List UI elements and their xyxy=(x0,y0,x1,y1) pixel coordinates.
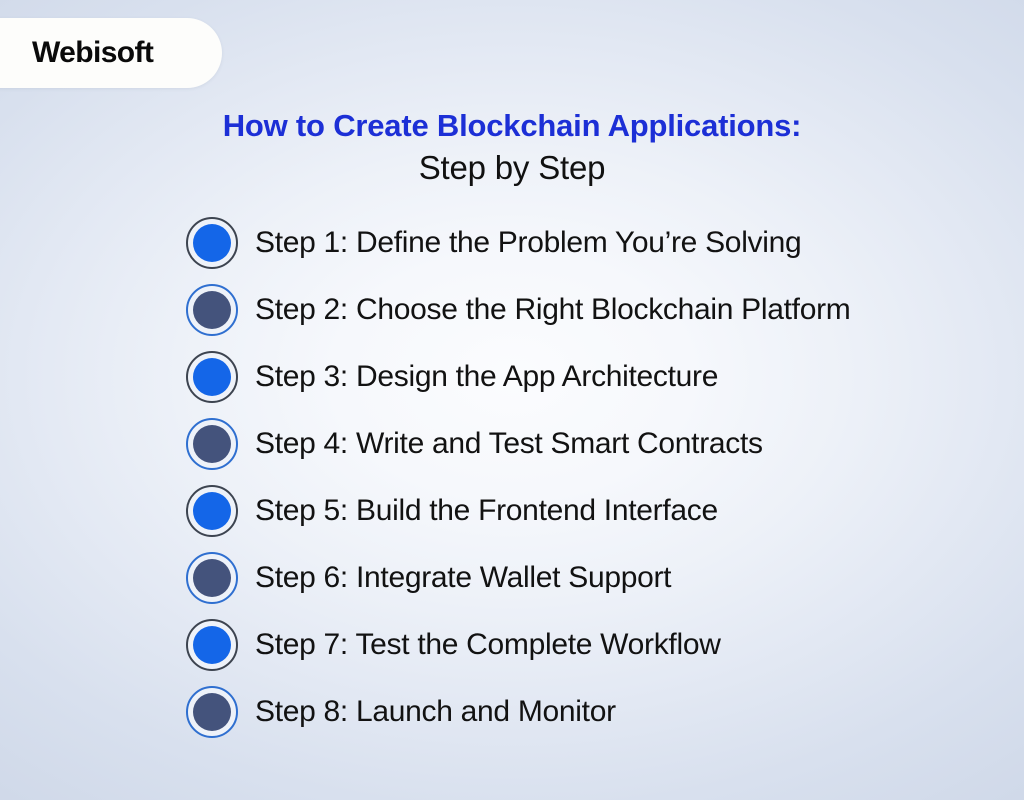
page-title: How to Create Blockchain Applications: S… xyxy=(0,106,1024,190)
step-item-label: Step 5: Build the Frontend Interface xyxy=(255,493,718,527)
filled-circle-icon xyxy=(186,484,238,537)
filled-circle-icon xyxy=(186,551,238,604)
step-item: Step 7: Test the Complete Workflow xyxy=(186,611,1006,678)
step-item: Step 6: Integrate Wallet Support xyxy=(186,544,1006,611)
brand-logo-text: Webisoft xyxy=(32,36,154,69)
step-item: Step 2: Choose the Right Blockchain Plat… xyxy=(186,276,1006,343)
filled-circle-icon xyxy=(186,417,238,470)
steps-list: Step 1: Define the Problem You’re Solvin… xyxy=(186,209,1006,745)
step-item-label: Step 2: Choose the Right Blockchain Plat… xyxy=(255,292,851,326)
step-item-label: Step 7: Test the Complete Workflow xyxy=(255,627,721,661)
step-item: Step 1: Define the Problem You’re Solvin… xyxy=(186,209,1006,276)
page-title-line-2: Step by Step xyxy=(418,149,606,186)
step-item-label: Step 8: Launch and Monitor xyxy=(255,694,616,728)
step-item-label: Step 4: Write and Test Smart Contracts xyxy=(255,426,763,460)
filled-circle-icon xyxy=(186,350,238,403)
step-item: Step 4: Write and Test Smart Contracts xyxy=(186,410,1006,477)
page-title-line-1: How to Create Blockchain Applications: xyxy=(222,108,802,143)
step-item: Step 3: Design the App Architecture xyxy=(186,343,1006,410)
step-item: Step 5: Build the Frontend Interface xyxy=(186,477,1006,544)
step-item-label: Step 3: Design the App Architecture xyxy=(255,359,719,393)
brand-logo: Webisoft xyxy=(0,18,222,88)
filled-circle-icon xyxy=(186,216,238,269)
filled-circle-icon xyxy=(186,685,238,738)
step-item-label: Step 1: Define the Problem You’re Solvin… xyxy=(255,225,802,259)
step-item-label: Step 6: Integrate Wallet Support xyxy=(255,560,672,594)
filled-circle-icon xyxy=(186,283,238,336)
filled-circle-icon xyxy=(186,618,238,671)
step-item: Step 8: Launch and Monitor xyxy=(186,678,1006,745)
